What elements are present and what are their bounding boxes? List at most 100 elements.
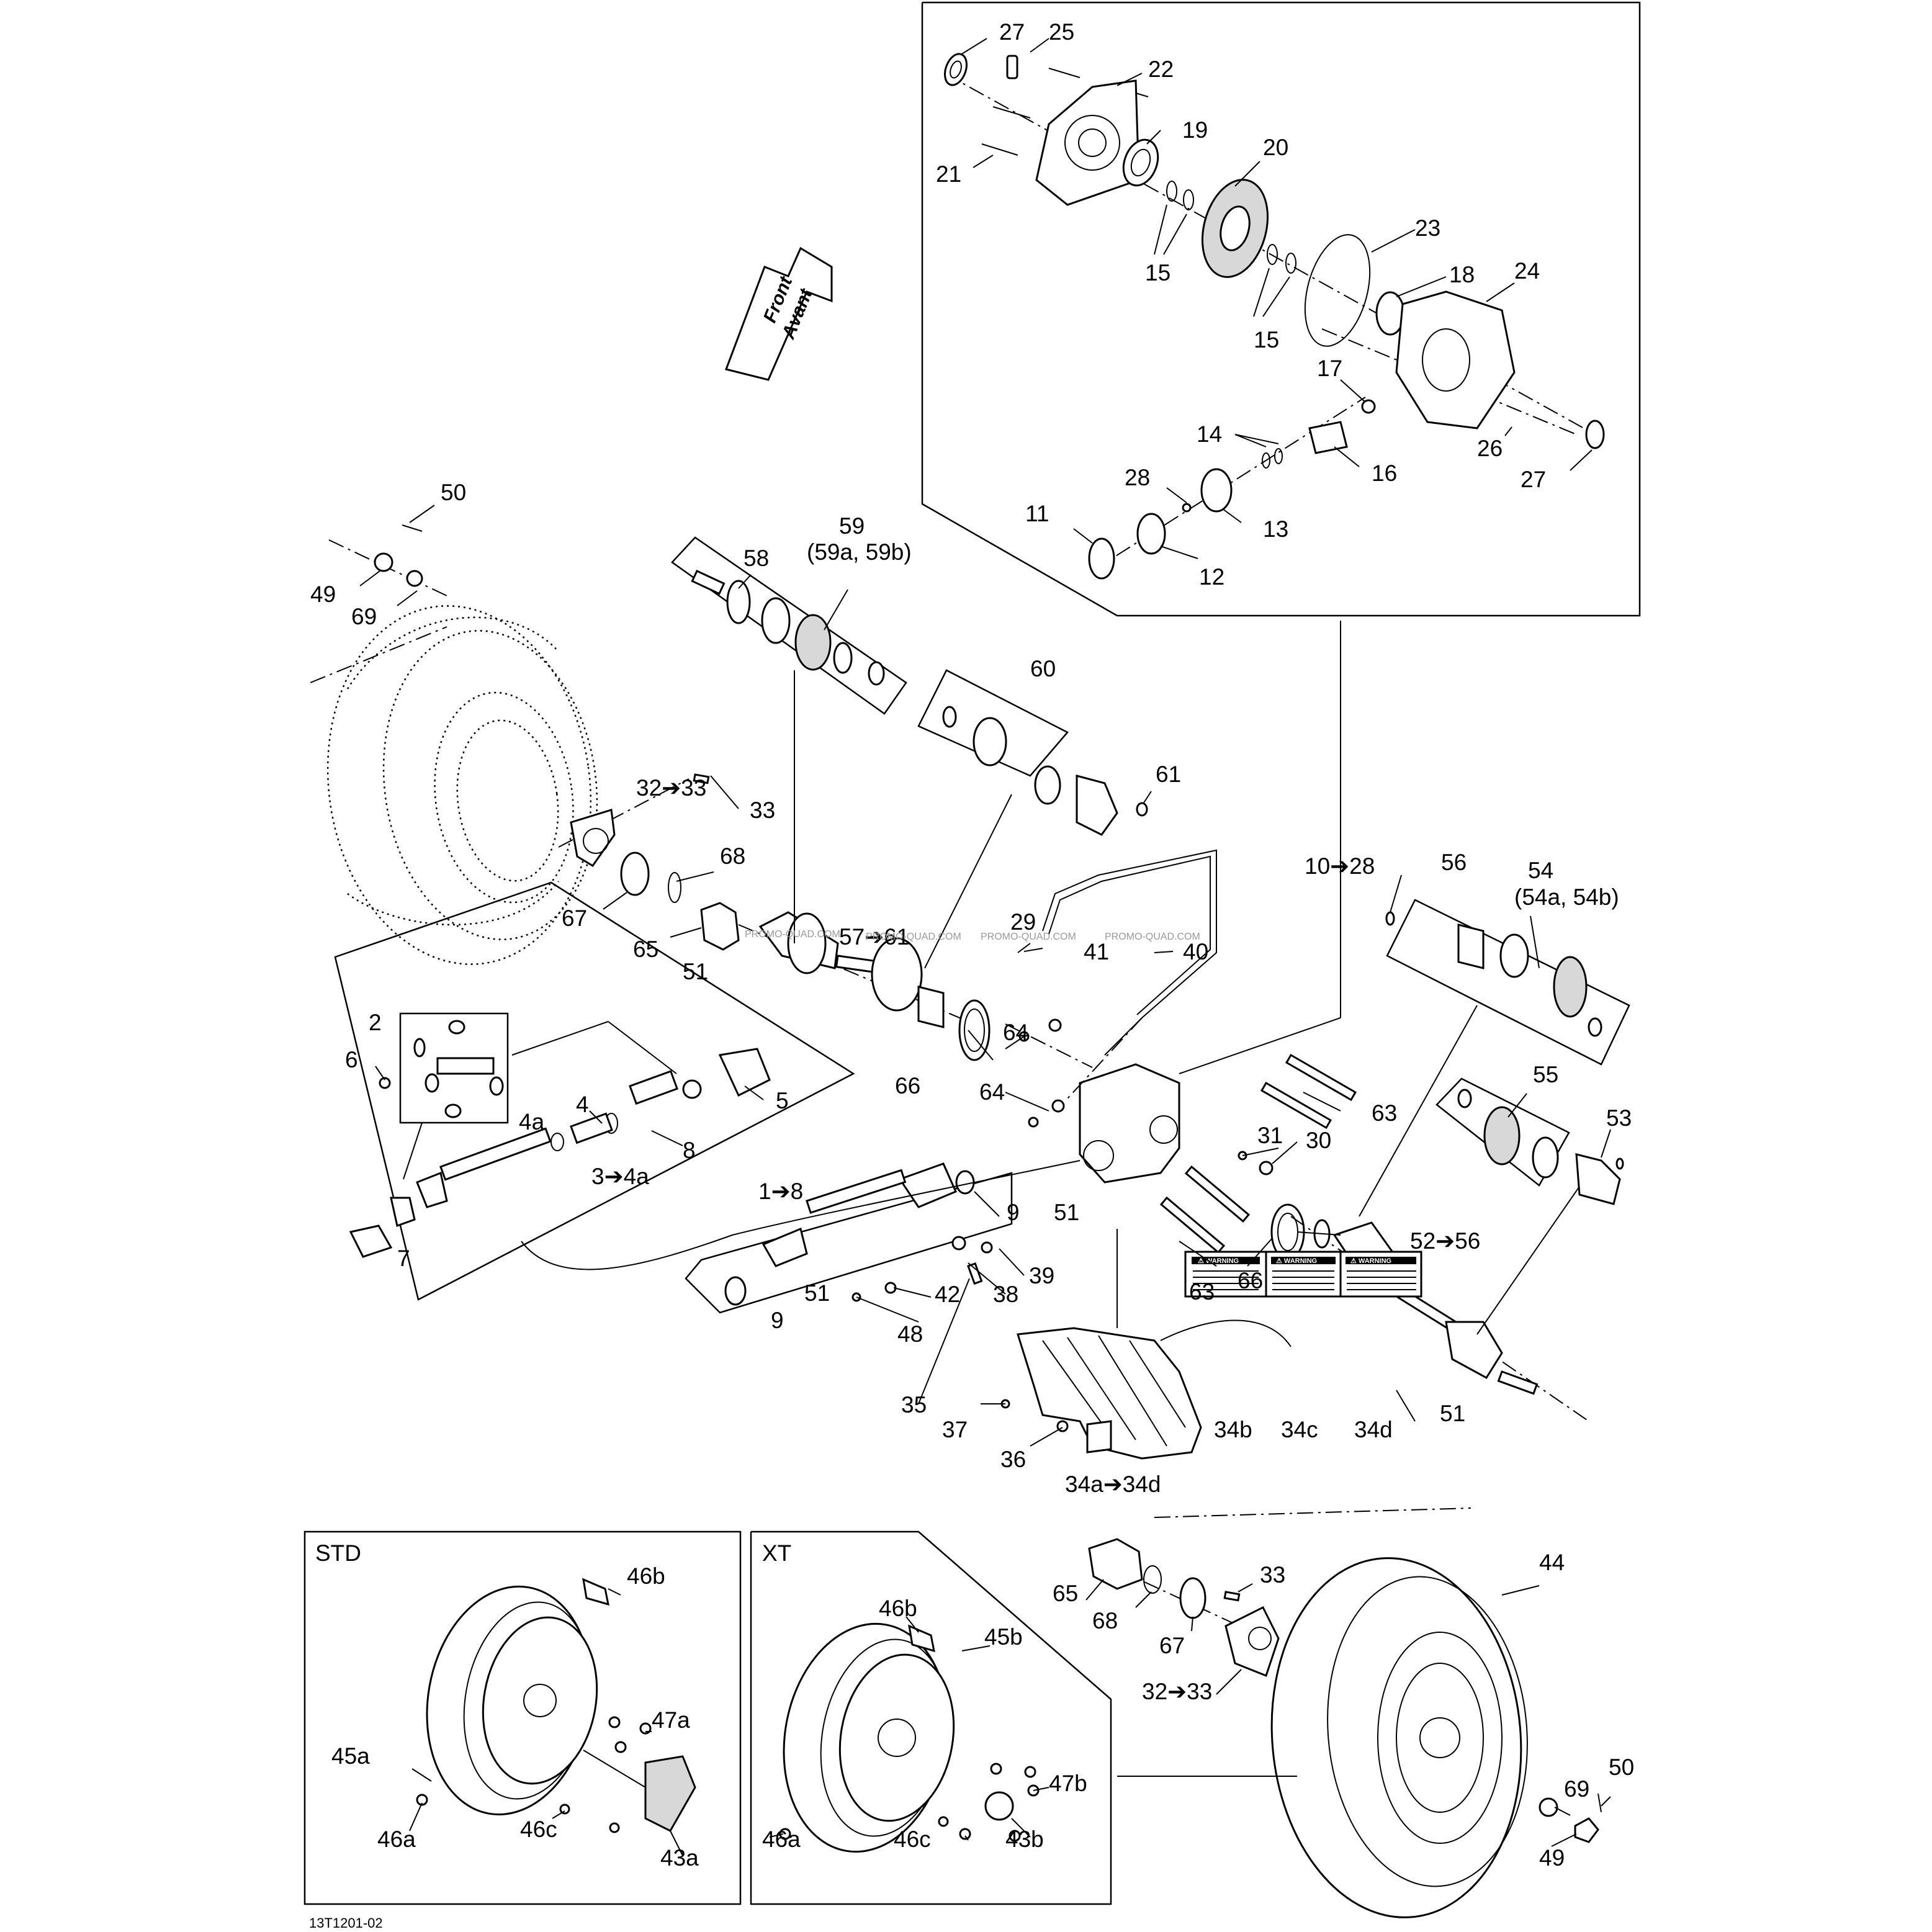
callout-51-center: 51	[1054, 1200, 1079, 1225]
callout-1-8: 1➔8	[758, 1179, 803, 1204]
callout-63-upper: 63	[1372, 1100, 1397, 1126]
callout-31: 31	[1257, 1123, 1283, 1148]
callout-35: 35	[901, 1392, 927, 1418]
callout-66-right: 66	[1238, 1268, 1263, 1293]
decal-34d-header: ⚠ WARNING	[1350, 1257, 1391, 1265]
callout-57-61: 57➔61	[839, 924, 909, 950]
callout-34b: 34b	[1214, 1417, 1252, 1442]
callout-41: 41	[1084, 939, 1109, 964]
callout-39: 39	[1029, 1263, 1054, 1288]
callout-61: 61	[1156, 762, 1181, 787]
callout-34d: 34d	[1354, 1417, 1393, 1442]
callout-19: 19	[1182, 117, 1208, 143]
callout-33-right: 33	[1260, 1562, 1285, 1588]
callout-51-lower: 51	[804, 1280, 830, 1306]
callout-59-sub: (59a, 59b)	[807, 539, 912, 565]
left-hub-parts	[558, 773, 740, 951]
propeller-shaft-parts	[349, 1012, 771, 1258]
callout-46c-std: 46c	[520, 1817, 557, 1842]
callout-63-lower: 63	[1189, 1279, 1215, 1305]
right-hub-parts	[1088, 1507, 1471, 1677]
callout-45b: 45b	[984, 1624, 1023, 1650]
diagram-reference-code: 13T1201-02	[309, 1915, 383, 1931]
callout-17: 17	[1317, 356, 1342, 381]
callout-65-right: 65	[1053, 1581, 1078, 1606]
callout-18: 18	[1449, 262, 1475, 287]
watermark-1: PROMO-QUAD.COM	[745, 929, 840, 940]
callout-20: 20	[1263, 135, 1288, 160]
callout-64-upper: 64	[1003, 1020, 1028, 1045]
callout-49-right: 49	[1539, 1845, 1565, 1871]
callout-25: 25	[1049, 19, 1074, 45]
callout-32-33-right: 32➔33	[1142, 1679, 1212, 1704]
xt-rim	[779, 1622, 1040, 1853]
cv-joint-kit-54	[1385, 899, 1630, 1066]
callout-69-top: 69	[351, 604, 377, 629]
callout-27-right: 27	[1521, 467, 1546, 492]
callout-16: 16	[1372, 461, 1397, 486]
callout-58: 58	[744, 546, 769, 571]
watermark-2: PROMO-QUAD.COM	[866, 932, 961, 942]
callout-27: 27	[999, 19, 1025, 45]
callout-64-lower: 64	[979, 1079, 1005, 1105]
std-rim	[416, 1578, 696, 1833]
callout-47a: 47a	[652, 1707, 690, 1733]
watermarks: PROMO-QUAD.COM PROMO-QUAD.COM PROMO-QUAD…	[745, 929, 1200, 942]
callout-5: 5	[776, 1088, 789, 1113]
callout-46a-xt: 46a	[762, 1826, 801, 1852]
callout-12: 12	[1199, 564, 1224, 590]
watermark-3: PROMO-QUAD.COM	[981, 932, 1076, 942]
callout-26: 26	[1477, 436, 1503, 461]
skid-plate	[967, 1229, 1292, 1460]
callout-34a-34d: 34a➔34d	[1065, 1471, 1161, 1497]
callout-33-left: 33	[750, 798, 775, 823]
warning-decals: ⚠ WARNING ⚠ WARNING ⚠ WARNING	[1184, 1251, 1422, 1298]
callout-21: 21	[936, 161, 961, 187]
callout-6: 6	[345, 1047, 358, 1072]
callout-24: 24	[1514, 258, 1540, 284]
xt-box-title: XT	[762, 1540, 791, 1566]
differential-parts	[944, 53, 1605, 580]
callout-65-left: 65	[633, 937, 658, 962]
callout-47b: 47b	[1049, 1771, 1087, 1796]
xt-rim-frame: XT	[750, 1530, 1112, 1905]
callout-40: 40	[1183, 939, 1208, 964]
callout-68-left: 68	[720, 843, 745, 869]
callout-labels: 27 25 22 19 21 20 15 23 18 24 15 17 14 1…	[310, 19, 1634, 1871]
cv-joint-kit-55	[1436, 1077, 1624, 1205]
callout-36: 36	[1000, 1447, 1026, 1472]
callout-4a: 4a	[519, 1109, 545, 1134]
callout-46b-xt: 46b	[879, 1596, 917, 1621]
callout-48: 48	[897, 1321, 923, 1347]
callout-46a-std: 46a	[377, 1826, 416, 1852]
callout-28: 28	[1125, 465, 1150, 490]
callout-leaders	[359, 38, 1611, 1856]
callout-22: 22	[1148, 56, 1174, 82]
callout-14: 14	[1197, 421, 1222, 447]
callout-10-28: 10➔28	[1305, 853, 1375, 879]
left-rear-tire	[310, 524, 598, 965]
callout-51-right: 51	[1440, 1401, 1465, 1426]
callout-3-4a: 3➔4a	[591, 1164, 649, 1189]
callout-37: 37	[942, 1417, 968, 1442]
callout-49-top: 49	[310, 582, 336, 607]
callout-66-left: 66	[895, 1073, 920, 1099]
callout-38: 38	[993, 1282, 1018, 1307]
callout-15-lower: 15	[1254, 327, 1279, 353]
callout-4: 4	[576, 1092, 589, 1117]
callout-68-right: 68	[1092, 1608, 1118, 1633]
callout-8-inset: 8	[683, 1138, 696, 1163]
callout-54: 54	[1528, 858, 1553, 883]
std-rim-frame: STD	[303, 1530, 742, 1905]
callout-9-lower: 9	[771, 1308, 784, 1333]
callout-43b: 43b	[1005, 1826, 1044, 1852]
cv-joint-kit-60	[917, 669, 1148, 969]
callout-50-right: 50	[1609, 1755, 1634, 1780]
callout-54-sub: (54a, 54b)	[1514, 884, 1619, 910]
callout-43a: 43a	[660, 1845, 699, 1871]
callout-46b-std: 46b	[627, 1563, 665, 1589]
callout-55: 55	[1533, 1062, 1558, 1087]
decal-34c-header: ⚠ WARNING	[1276, 1257, 1317, 1265]
callout-34c: 34c	[1281, 1417, 1318, 1442]
std-box-title: STD	[315, 1540, 361, 1566]
